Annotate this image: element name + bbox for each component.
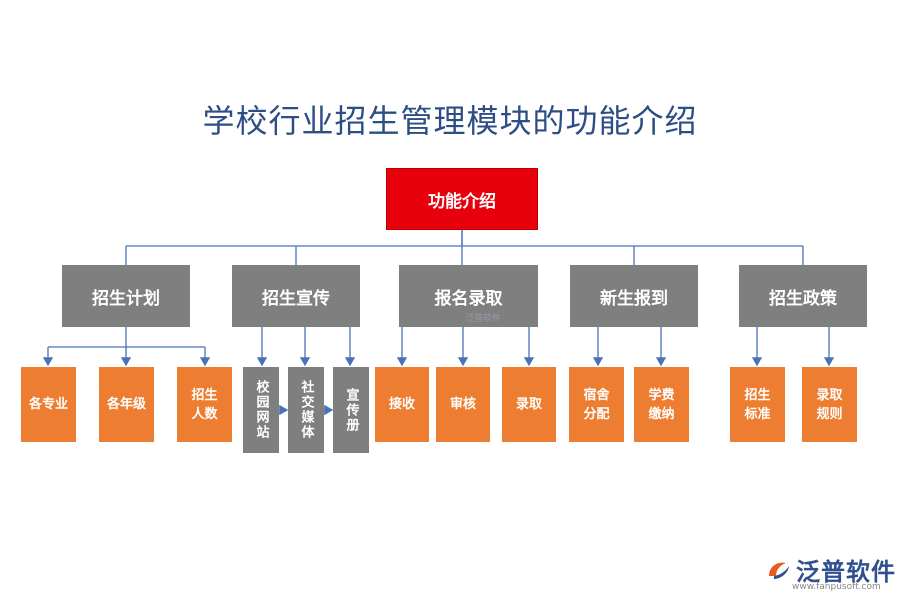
leaf-admission-standard: 招生 标准 <box>730 367 785 442</box>
leaf-dorm-assignment: 宿舍 分配 <box>569 367 624 442</box>
logo-text: 泛普软件 <box>796 558 896 586</box>
leaf-tuition-payment: 学费 缴纳 <box>634 367 689 442</box>
leaf-brochure-label: 宣传册 <box>343 387 359 433</box>
leaf-review: 审核 <box>436 367 490 442</box>
category-policy: 招生政策 <box>739 265 867 327</box>
leaf-admission-rules: 录取 规则 <box>802 367 857 442</box>
root-node: 功能介绍 <box>386 168 538 230</box>
leaf-campus-website: 校园网站 <box>243 367 279 453</box>
category-plan: 招生计划 <box>62 265 190 327</box>
page-title: 学校行业招生管理模块的功能介绍 <box>202 102 698 140</box>
leaf-brochure: 宣传册 <box>333 367 369 453</box>
category-promotion: 招生宣传 <box>232 265 360 327</box>
category-admission: 报名录取 <box>399 265 538 327</box>
leaf-grade: 各年级 <box>99 367 154 442</box>
leaf-admit: 录取 <box>502 367 556 442</box>
leaf-social-media: 社交媒体 <box>288 367 324 453</box>
leaf-campus-website-label: 校园网站 <box>253 380 269 440</box>
leaf-enrollment-count: 招生 人数 <box>177 367 232 442</box>
category-arrival: 新生报到 <box>570 265 698 327</box>
leaf-major: 各专业 <box>21 367 76 442</box>
brand-logo: 泛普软件 <box>766 552 896 587</box>
logo-url: www.fanpusoft.com <box>792 582 881 592</box>
fanpu-logo-icon <box>769 562 789 579</box>
leaf-social-media-label: 社交媒体 <box>298 380 314 440</box>
watermark: 泛普软件 <box>465 314 502 324</box>
leaf-receive: 接收 <box>375 367 429 442</box>
